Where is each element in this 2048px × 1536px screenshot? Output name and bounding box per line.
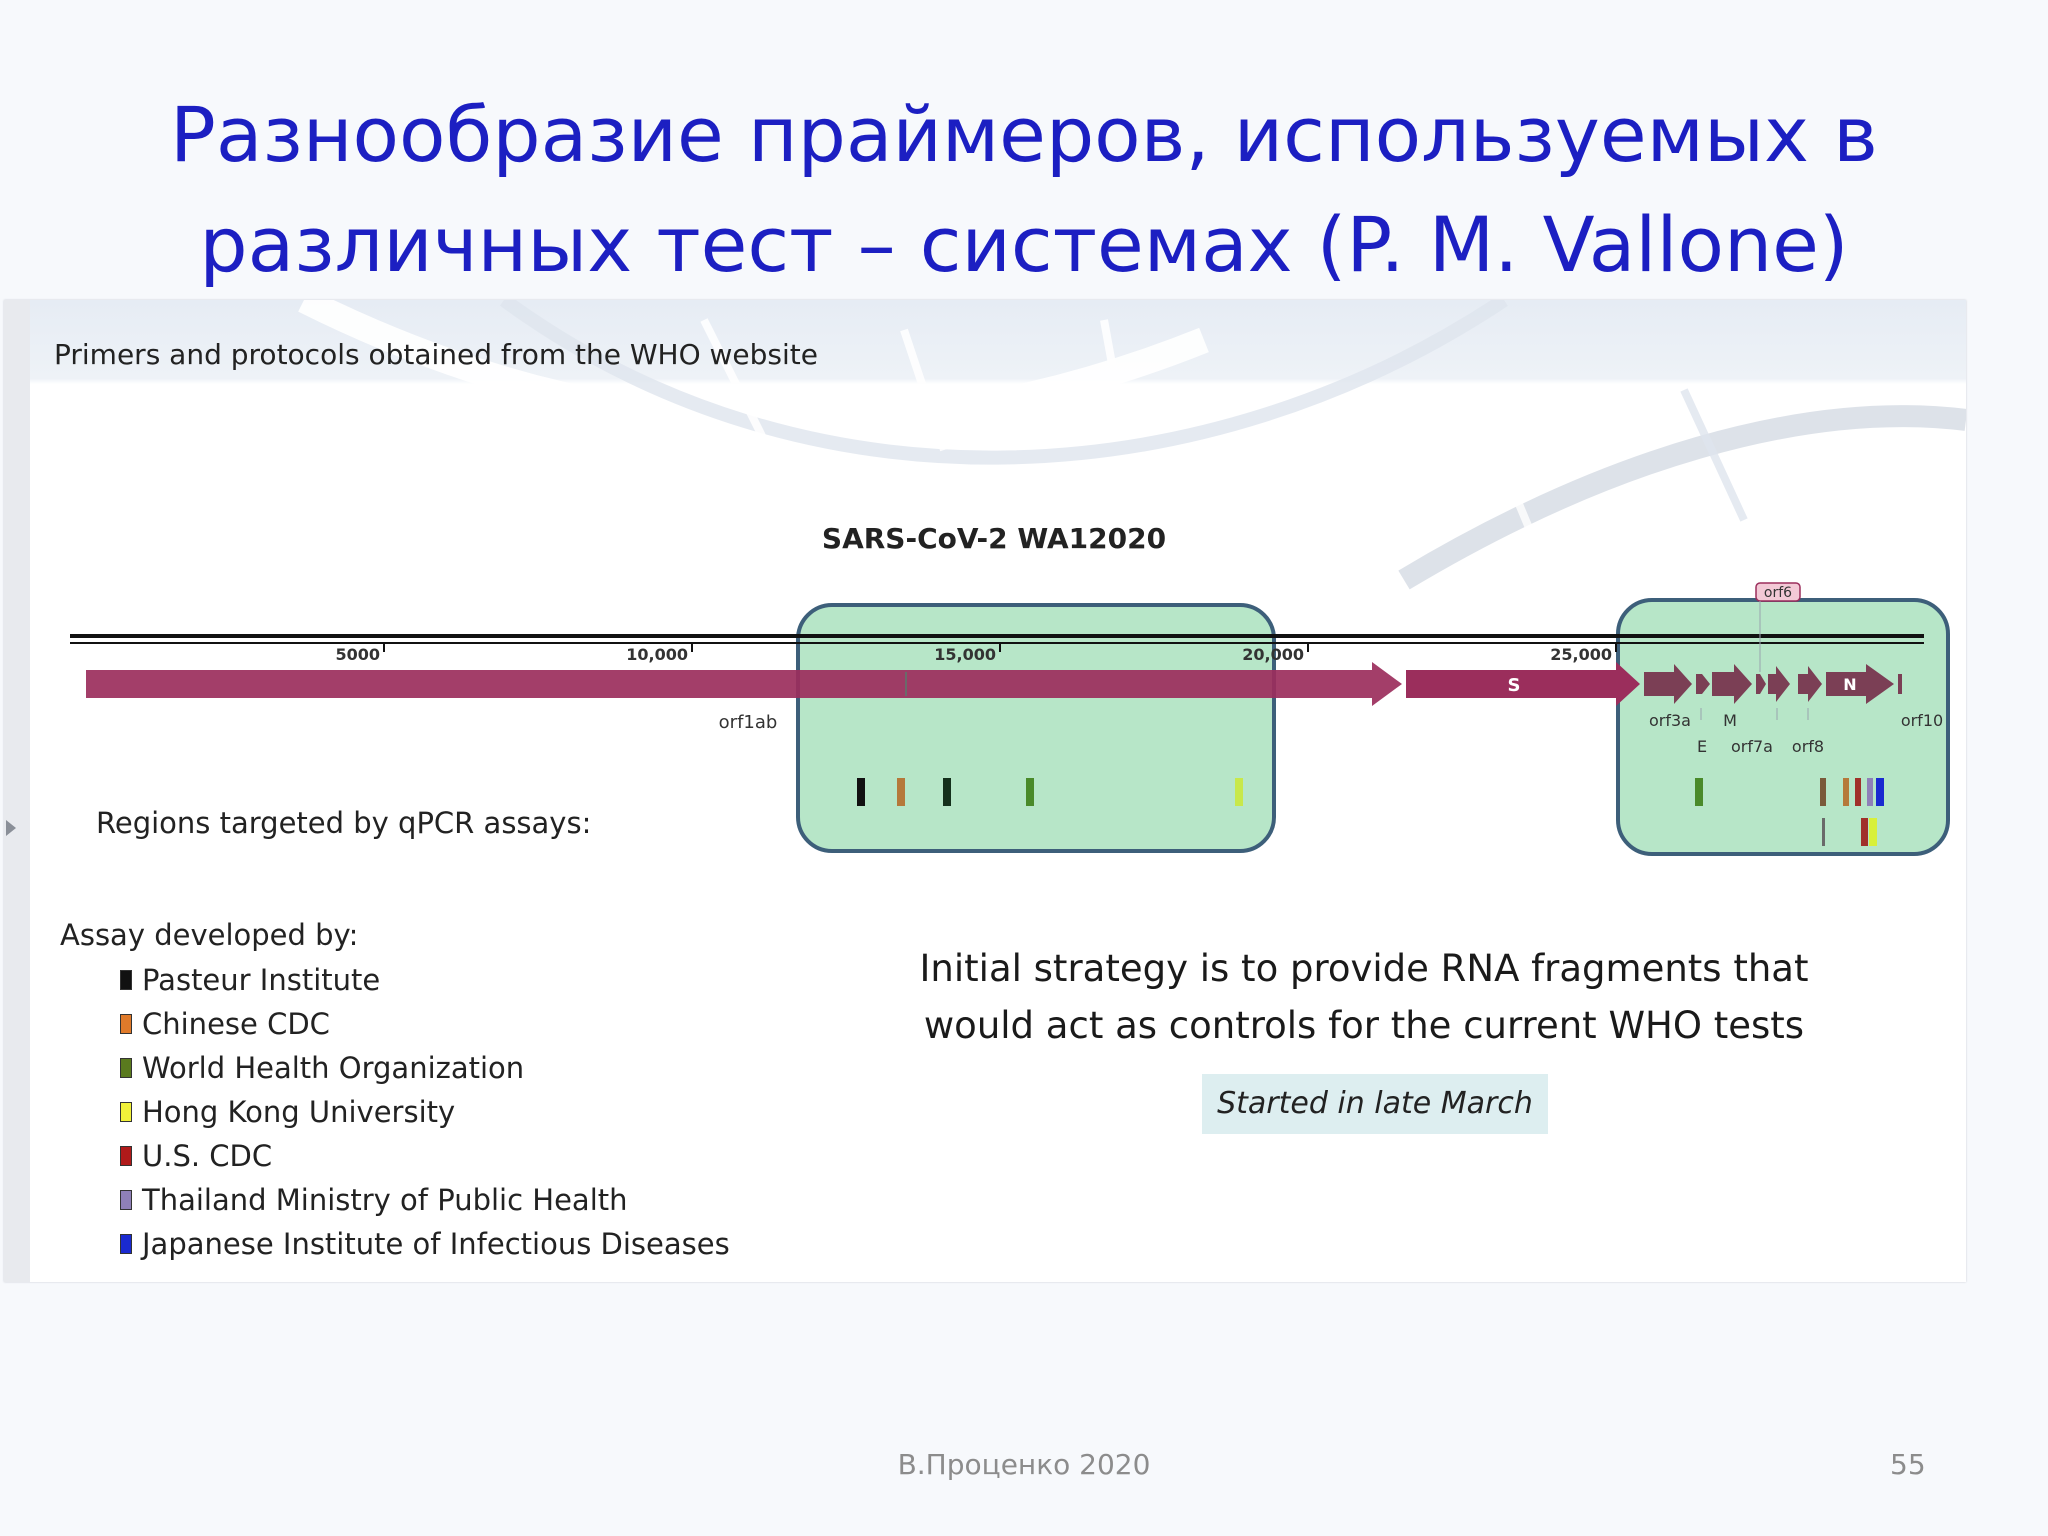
target-mark — [1855, 778, 1861, 806]
gene-arrow-orf3a — [1644, 664, 1692, 704]
gene-label-orf1ab: orf1ab — [719, 712, 778, 733]
source-note: Primers and protocols obtained from the … — [54, 338, 818, 371]
highlight-box-orf1ab — [796, 603, 1276, 853]
gene-label-s: S — [1508, 675, 1521, 696]
gene-label-n: N — [1843, 675, 1856, 694]
gene-arrow-orf7a — [1768, 666, 1790, 702]
footer-author: В.Проценко 2020 — [897, 1448, 1151, 1481]
target-mark — [1822, 818, 1825, 846]
target-mark — [1869, 818, 1877, 846]
legend-item: Pasteur Institute — [120, 958, 730, 1002]
gene-label-orf3a: orf3a — [1649, 711, 1691, 730]
svg-text:10,000: 10,000 — [626, 645, 688, 664]
legend-item: Chinese CDC — [120, 1002, 730, 1046]
strategy-line-2: would act as controls for the current WH… — [923, 1004, 1805, 1047]
gene-label-m: M — [1723, 711, 1737, 730]
gene-label-e: E — [1697, 737, 1707, 756]
start-badge: Started in late March — [1202, 1074, 1548, 1134]
target-mark — [1235, 778, 1243, 806]
dna-background — [30, 300, 1966, 590]
slide-title-line-2: различных тест – системах (P. M. Vallone… — [199, 200, 1849, 289]
legend-swatch — [120, 970, 132, 990]
gene-arrow-s — [1406, 662, 1640, 706]
legend-list: Pasteur Institute Chinese CDC World Heal… — [120, 958, 730, 1266]
legend-label: Pasteur Institute — [142, 963, 381, 997]
legend-label: Chinese CDC — [142, 1007, 330, 1041]
legend-label: Japanese Institute of Infectious Disease… — [142, 1227, 730, 1261]
legend-swatch — [120, 1190, 132, 1210]
svg-text:25,000: 25,000 — [1550, 645, 1612, 664]
legend-swatch — [120, 1102, 132, 1122]
figure-panel: Primers and protocols obtained from the … — [4, 300, 1966, 1282]
gene-arrow-e — [1696, 674, 1710, 694]
gene-arrow-orf6 — [1756, 674, 1766, 694]
gene-arrow-orf10 — [1898, 674, 1902, 694]
gene-arrow-n — [1826, 664, 1894, 704]
gene-arrow-orf8 — [1798, 666, 1822, 702]
gene-label-orf8: orf8 — [1792, 737, 1824, 756]
tick-15000: 15,000 — [934, 642, 1001, 664]
tick-10000: 10,000 — [626, 642, 693, 664]
legend-title: Assay developed by: — [60, 918, 359, 952]
genome-map: 5000 10,000 15,000 20,000 25,000 orf1ab … — [70, 582, 1950, 856]
legend-label: U.S. CDC — [142, 1139, 273, 1173]
legend-label: Hong Kong University — [142, 1095, 456, 1129]
page-number: 55 — [1890, 1448, 1926, 1481]
target-mark — [1026, 778, 1034, 806]
target-mark — [1861, 818, 1868, 846]
legend-item: U.S. CDC — [120, 1134, 730, 1178]
legend-swatch — [120, 1146, 132, 1166]
gene-arrow-orf1ab — [86, 662, 1402, 706]
gene-arrow-m — [1712, 664, 1752, 704]
target-mark — [1695, 778, 1703, 806]
legend-label: Thailand Ministry of Public Health — [142, 1183, 628, 1217]
tick-20000: 20,000 — [1242, 642, 1309, 664]
target-mark — [943, 778, 951, 806]
strategy-text: Initial strategy is to provide RNA fragm… — [844, 940, 1884, 1054]
strategy-line-1: Initial strategy is to provide RNA fragm… — [919, 947, 1809, 990]
slide-title-line-1: Разнообразие праймеров, используемых в — [170, 90, 1878, 179]
slide-nav-arrow-icon[interactable] — [6, 820, 16, 836]
legend-item: Thailand Ministry of Public Health — [120, 1178, 730, 1222]
target-mark — [1876, 778, 1884, 806]
gene-label-orf7a: orf7a — [1731, 737, 1773, 756]
tick-5000: 5000 — [335, 642, 385, 664]
target-mark — [1820, 778, 1826, 806]
legend-item: Hong Kong University — [120, 1090, 730, 1134]
svg-text:5000: 5000 — [335, 645, 380, 664]
gene-label-orf6: orf6 — [1764, 585, 1792, 601]
legend-item: Japanese Institute of Infectious Disease… — [120, 1222, 730, 1266]
target-mark — [1867, 778, 1873, 806]
legend-swatch — [120, 1014, 132, 1034]
legend-swatch — [120, 1058, 132, 1078]
svg-text:15,000: 15,000 — [934, 645, 996, 664]
target-mark — [897, 778, 905, 806]
tick-25000: 25,000 — [1550, 642, 1617, 664]
legend-label: World Health Organization — [142, 1051, 525, 1085]
genome-title: SARS-CoV-2 WA12020 — [821, 522, 1167, 555]
target-mark — [1843, 778, 1849, 806]
panel-left-strip — [4, 300, 30, 1282]
target-mark — [857, 778, 865, 806]
gene-label-orf10: orf10 — [1901, 711, 1943, 730]
svg-text:20,000: 20,000 — [1242, 645, 1304, 664]
slide-title: Разнообразие праймеров, используемых в р… — [0, 80, 2048, 300]
regions-label: Regions targeted by qPCR assays: — [96, 806, 592, 840]
legend-swatch — [120, 1234, 132, 1254]
legend-item: World Health Organization — [120, 1046, 730, 1090]
